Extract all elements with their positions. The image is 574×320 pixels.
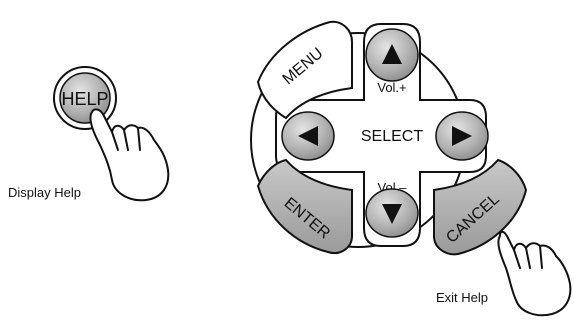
arrow-up-icon [382, 44, 402, 64]
help-caption: Display Help [8, 185, 81, 200]
arrow-right-icon [452, 126, 472, 146]
pointing-hand-icon-2 [497, 230, 572, 317]
vol-up-label: Vol.+ [377, 80, 406, 95]
vol-down-button[interactable]: Vol.– [365, 180, 419, 238]
cancel-button[interactable]: CANCEL [433, 158, 528, 256]
help-button-label: HELP [61, 89, 108, 109]
vol-up-button[interactable]: Vol.+ [365, 28, 419, 95]
left-arrow-button[interactable] [281, 111, 335, 161]
arrow-down-icon [382, 204, 402, 224]
right-arrow-button[interactable] [435, 111, 489, 161]
select-label: SELECT [361, 128, 423, 145]
direction-cross [275, 23, 487, 247]
pointing-hand-icon [89, 108, 170, 202]
arrow-left-icon [298, 126, 318, 146]
menu-button[interactable]: MENU [256, 20, 353, 120]
cancel-caption: Exit Help [436, 290, 489, 305]
